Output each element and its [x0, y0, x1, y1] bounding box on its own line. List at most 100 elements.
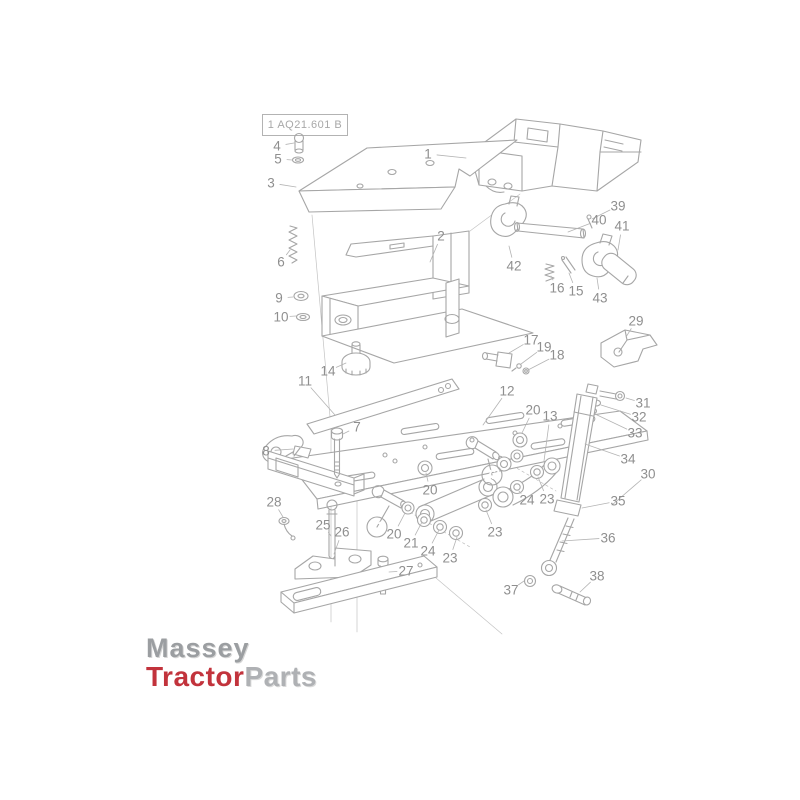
- leader-line: [596, 277, 600, 290]
- leader-line: [537, 476, 544, 492]
- part-number-label: 42: [506, 259, 521, 274]
- part-number-label: 6: [277, 255, 285, 270]
- part-number-label: 12: [499, 384, 514, 399]
- part-number-label: 25: [315, 518, 330, 533]
- logo-massey-text: Massey: [146, 633, 250, 663]
- highlight-circle: [481, 464, 503, 486]
- leader-line: [278, 509, 284, 518]
- part-22-pin-a: [465, 436, 504, 463]
- part-number-label: 23: [539, 492, 554, 507]
- leader-line: [568, 272, 574, 284]
- part-15-pin: [560, 255, 576, 274]
- highlight-leader: [376, 505, 390, 528]
- logo-row2: TractorParts: [146, 662, 317, 691]
- leader-line: [508, 344, 524, 354]
- leader-line: [517, 580, 525, 586]
- leader-line: [625, 397, 635, 401]
- part-28-clip: [278, 516, 296, 541]
- part-11-bar: [306, 378, 460, 435]
- part-number-label: 16: [549, 281, 564, 296]
- part-number-label: 40: [591, 213, 606, 228]
- part-number-label: 5: [274, 152, 282, 167]
- part-38-bolt: [551, 584, 592, 606]
- highlight-circle: [366, 516, 388, 538]
- leader-line: [581, 502, 610, 509]
- part-number-label: 36: [600, 531, 615, 546]
- part-number-label: 3: [267, 176, 275, 191]
- leader-line: [550, 275, 554, 281]
- leader-line: [591, 209, 611, 220]
- part-number-label: 11: [298, 374, 312, 389]
- part-8-clip: [292, 445, 312, 459]
- part-number-label: 41: [614, 219, 629, 234]
- leader-line: [625, 328, 632, 338]
- part-number-label: 1: [424, 147, 432, 162]
- highlight-number: 22: [483, 467, 500, 482]
- leader-line: [425, 472, 429, 482]
- leader-line: [431, 529, 440, 544]
- part-number-label: 29: [628, 314, 643, 329]
- leader-lines: [274, 142, 642, 593]
- part-16-spring: [544, 263, 555, 282]
- part-number-label: 18: [549, 348, 564, 363]
- leader-line: [436, 154, 467, 159]
- part-37-nut: [523, 574, 537, 588]
- part-number-label: 37: [503, 583, 518, 598]
- part-number-label: 21: [403, 536, 418, 551]
- part-number-label: 23: [487, 525, 502, 540]
- part-number-label: 4: [273, 139, 281, 154]
- ref-code-box: 1 AQ21.601 B: [262, 114, 348, 136]
- part-number-label: 38: [589, 569, 604, 584]
- part-number-label: 24: [420, 544, 436, 559]
- part-19-screw: [511, 363, 522, 372]
- part-number-label: 14: [320, 364, 336, 379]
- part-number-label: 19: [536, 340, 551, 355]
- leader-line: [584, 443, 620, 457]
- logo-tractor-text: Tractor: [146, 661, 245, 693]
- part-40-rod: [513, 221, 587, 239]
- part-number-label: 28: [266, 495, 281, 510]
- leader-line: [520, 351, 538, 365]
- leader-line: [482, 397, 503, 426]
- leader-line: [518, 490, 522, 494]
- part-number-label: 23: [442, 551, 457, 566]
- part-7-bolt: [330, 427, 344, 487]
- leader-line: [342, 430, 350, 435]
- part-26-bracket: [294, 547, 372, 580]
- part-drawbar-beam: [280, 555, 438, 614]
- part-number-label: 32: [631, 410, 646, 425]
- leader-line: [414, 521, 423, 536]
- logo-parts-text: Parts: [244, 661, 317, 693]
- leader-line: [285, 142, 295, 145]
- part-5-washer: [291, 156, 305, 164]
- part-number-label: 20: [386, 527, 401, 542]
- part-number-label: 34: [620, 452, 636, 467]
- leader-line: [567, 222, 592, 233]
- part-number-label: 13: [542, 409, 557, 424]
- part-number-label: 10: [273, 310, 288, 325]
- leader-line: [611, 479, 642, 506]
- leader-line: [279, 184, 297, 188]
- leader-line: [333, 540, 340, 555]
- leader-line: [617, 234, 621, 251]
- part-30-link-assembly: [540, 383, 626, 577]
- leader-line: [521, 417, 530, 434]
- part-number-label: 15: [568, 284, 583, 299]
- part-number-label: 24: [519, 493, 535, 508]
- part-number-label: 26: [334, 525, 349, 540]
- leader-line: [485, 509, 492, 525]
- part-number-label: 7: [353, 420, 361, 435]
- part-number-label: 30: [640, 467, 655, 482]
- part-number-label: 35: [610, 494, 625, 509]
- part-29-bracket: [600, 329, 658, 368]
- part-6-spring: [288, 225, 298, 264]
- leader-line: [285, 249, 291, 256]
- part-2-main-frame: [321, 230, 534, 364]
- leader-line: [274, 448, 294, 451]
- part-41-cylinder: [601, 252, 637, 286]
- part-number-label: 33: [627, 426, 642, 441]
- leader-line: [327, 531, 332, 537]
